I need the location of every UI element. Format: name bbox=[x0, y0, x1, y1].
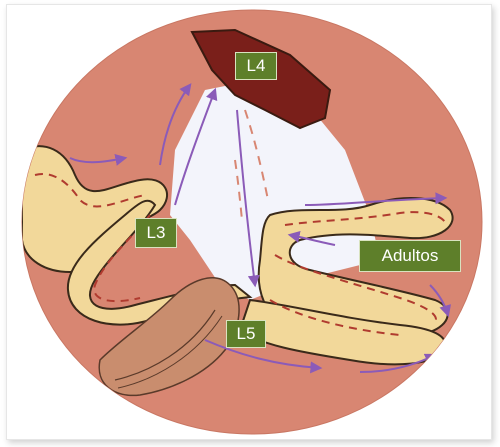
stage-label-l5: L5 bbox=[226, 320, 266, 348]
stage-label-adultos: Adultos bbox=[359, 240, 461, 272]
stage-label-l3: L3 bbox=[135, 218, 177, 248]
stage-label-l4: L4 bbox=[235, 52, 277, 80]
